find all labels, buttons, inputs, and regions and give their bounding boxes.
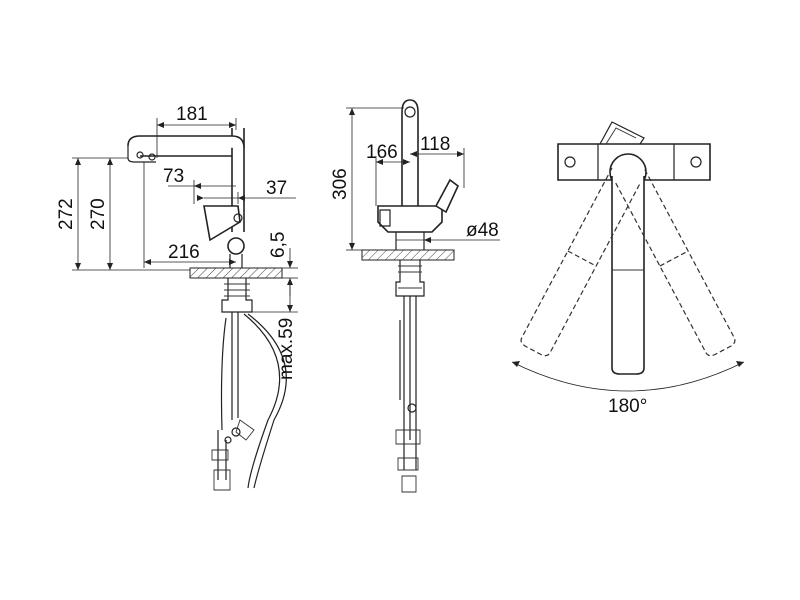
top-spout-left [520, 167, 641, 357]
dim-label-216: 216 [168, 242, 200, 263]
side-handle-knob [233, 213, 243, 223]
dim-label-73: 73 [163, 166, 184, 187]
dim-label-6-5: 6,5 [268, 232, 289, 258]
dim-label-d48: ø48 [466, 220, 499, 241]
dim-label-max59: max.59 [276, 318, 297, 380]
front-supply-hoses [399, 296, 417, 470]
dim-label-181: 181 [176, 104, 208, 125]
front-deck-plate [361, 249, 455, 261]
dim-label-37: 37 [266, 178, 287, 199]
side-supply-hoses [217, 312, 239, 480]
swivel-angle-label: 180° [608, 396, 647, 417]
front-shank [395, 260, 425, 297]
side-view: 181 272 270 73 37 216 6,5 [56, 104, 298, 491]
side-pullout-hose [243, 313, 287, 489]
dim-label-166: 166 [366, 142, 398, 163]
front-spout-column [401, 99, 419, 210]
side-shank [221, 278, 253, 313]
dim-label-272: 272 [56, 198, 77, 230]
side-base [227, 237, 245, 255]
top-swivel-arc [511, 361, 745, 392]
top-spout-right [615, 167, 736, 357]
dim-label-118: 118 [420, 134, 450, 155]
top-view: 180° [511, 121, 745, 417]
top-spout-center [611, 176, 645, 375]
side-deck-plate [189, 267, 283, 279]
dim-label-306: 306 [330, 168, 351, 200]
top-bracket-hole-right [690, 156, 702, 168]
side-handle [203, 205, 241, 242]
side-spout-arm [127, 135, 245, 157]
front-handle [434, 178, 459, 214]
top-bracket-hole-left [564, 156, 576, 168]
front-view: 306 166 118 ø48 [330, 99, 500, 493]
dim-label-270: 270 [88, 198, 109, 230]
